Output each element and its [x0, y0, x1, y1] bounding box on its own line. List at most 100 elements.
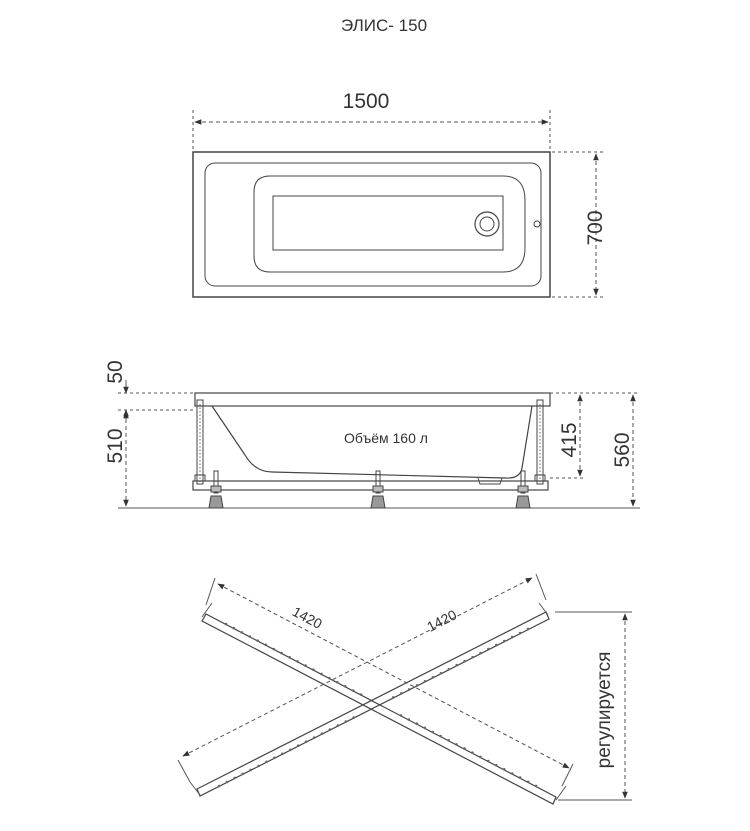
rail-b-hole — [399, 692, 403, 695]
rail-b-hole — [289, 748, 292, 752]
foot-left — [208, 470, 224, 509]
rail-b-hole — [352, 716, 356, 719]
rail-b-hole — [281, 752, 284, 756]
rail-a-hole — [399, 714, 403, 717]
rail-a-length-label: 1420 — [290, 603, 325, 632]
total-height-label: 560 — [611, 432, 634, 467]
rail-a-hole — [471, 751, 474, 754]
rail-b-hole — [304, 740, 308, 743]
rail-a-hole — [351, 689, 355, 692]
rail-a-hole — [463, 747, 466, 750]
rail-a-hole — [455, 743, 458, 746]
drain-icon — [474, 211, 500, 237]
rail-b-hole — [392, 696, 395, 699]
rail-b-hole — [217, 784, 221, 788]
rail-b-hole — [320, 732, 324, 735]
rail-a-hole — [510, 772, 514, 775]
rail-b-hole — [257, 764, 260, 768]
rail-b-hole — [312, 736, 316, 739]
rail-a-hole — [328, 676, 331, 680]
rail-a-hole — [495, 763, 498, 767]
rail-a-dimension-line — [217, 583, 570, 769]
bathtub-side-profile — [211, 405, 533, 479]
height-label: 510 — [104, 428, 127, 463]
rail-b-hole — [455, 663, 459, 667]
rail-b-hole — [518, 631, 522, 635]
bathtub-outline — [192, 151, 551, 298]
rail-a-hole — [336, 680, 339, 684]
depth-label: 415 — [558, 422, 581, 457]
rail-a-hole — [359, 693, 363, 696]
rail-b-hole — [479, 651, 482, 655]
rail-b-hole — [471, 655, 474, 659]
adjustable-label: регулируется — [594, 652, 615, 769]
rail-a-hole — [431, 730, 435, 734]
leg-left — [194, 399, 206, 485]
rail-b-hole — [233, 776, 237, 780]
rail-b-hole — [249, 768, 252, 772]
rail-a-hole — [256, 639, 260, 642]
rail-b-dimension-line — [182, 577, 533, 757]
rail-b-hole — [344, 720, 348, 723]
rail-a-hole — [304, 664, 307, 667]
rail-a-hole — [479, 755, 482, 759]
rail-b-length-label: 1420 — [424, 606, 459, 634]
rail-b-hole — [296, 744, 300, 747]
rail-b-hole — [273, 756, 276, 760]
rim-thickness-label: 50 — [104, 360, 127, 383]
rail-a-hole — [288, 656, 291, 659]
overflow-icon — [533, 220, 541, 228]
rail-b-hole — [431, 676, 435, 679]
rail-a-hole — [232, 626, 236, 630]
rail-b-hole — [487, 647, 490, 651]
drawing-title: ЭЛИС- 150 — [341, 16, 427, 35]
rail-a-hole — [439, 734, 442, 738]
rail-a-hole — [407, 718, 411, 721]
rail-a-hole — [534, 784, 538, 788]
rail-a-hole — [343, 685, 347, 688]
rail-b-hole — [407, 688, 411, 691]
rail-a-hole — [320, 672, 323, 676]
rail-a-hole — [296, 660, 299, 663]
rail-a-hole — [312, 668, 315, 671]
rail-b-hole — [510, 635, 514, 639]
rail-b-hole — [423, 680, 427, 683]
frame-view: 1420 1420 регулируется — [177, 573, 632, 805]
foot-center — [370, 470, 386, 509]
leg-right — [534, 399, 546, 485]
rail-b-hole — [463, 659, 466, 663]
rail-b-hole — [225, 780, 229, 784]
rail-a-hole — [487, 759, 490, 763]
rail-b-hole — [439, 672, 443, 675]
rail-a-hole — [224, 622, 228, 626]
side-view: 50 510 — [104, 360, 640, 509]
rail-b-hole — [336, 724, 340, 727]
rail-b-hole — [526, 627, 530, 631]
width-label: 700 — [584, 210, 607, 245]
rail-a-hole — [526, 780, 530, 784]
rail-a-hole — [415, 722, 419, 725]
rail-a-hole — [518, 776, 522, 779]
top-view: 1500 700 — [192, 90, 607, 298]
rail-b-hole — [415, 684, 419, 687]
rail-a-hole — [280, 651, 283, 655]
rail-a-hole — [272, 647, 276, 651]
rail-a-hole — [502, 768, 506, 771]
volume-label: Объём 160 л — [344, 430, 428, 446]
rail-a-hole — [240, 631, 244, 634]
rail-a-hole — [248, 635, 252, 638]
rail-a-hole — [423, 726, 427, 730]
length-label: 1500 — [343, 90, 390, 113]
foot-right — [515, 470, 531, 509]
rail-a-hole — [264, 643, 268, 647]
rail-a — [201, 602, 567, 805]
rail-b-hole — [241, 772, 244, 776]
frame-bar — [192, 480, 549, 491]
rail-b-hole — [495, 643, 498, 647]
rail-b-hole — [328, 728, 332, 731]
rail-b-hole — [503, 639, 506, 643]
rail-a-hole — [447, 739, 450, 742]
rail-b-hole — [447, 668, 451, 671]
rail-b-hole — [265, 760, 268, 764]
